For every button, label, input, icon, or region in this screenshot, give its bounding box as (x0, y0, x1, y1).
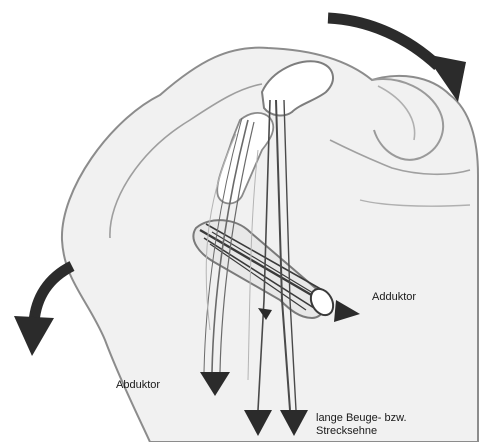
long-tendon-label-line2: Strecksehne (316, 426, 377, 438)
abduktor-label: Abduktor (116, 380, 160, 392)
rotation-arrow-top-body (328, 18, 438, 66)
curved-arrow-down-left-icon (14, 316, 54, 356)
rotation-arrow-left-body (34, 266, 72, 322)
adduktor-label: Adduktor (372, 292, 416, 304)
long-tendon-label-line1: lange Beuge- bzw. (316, 413, 407, 425)
